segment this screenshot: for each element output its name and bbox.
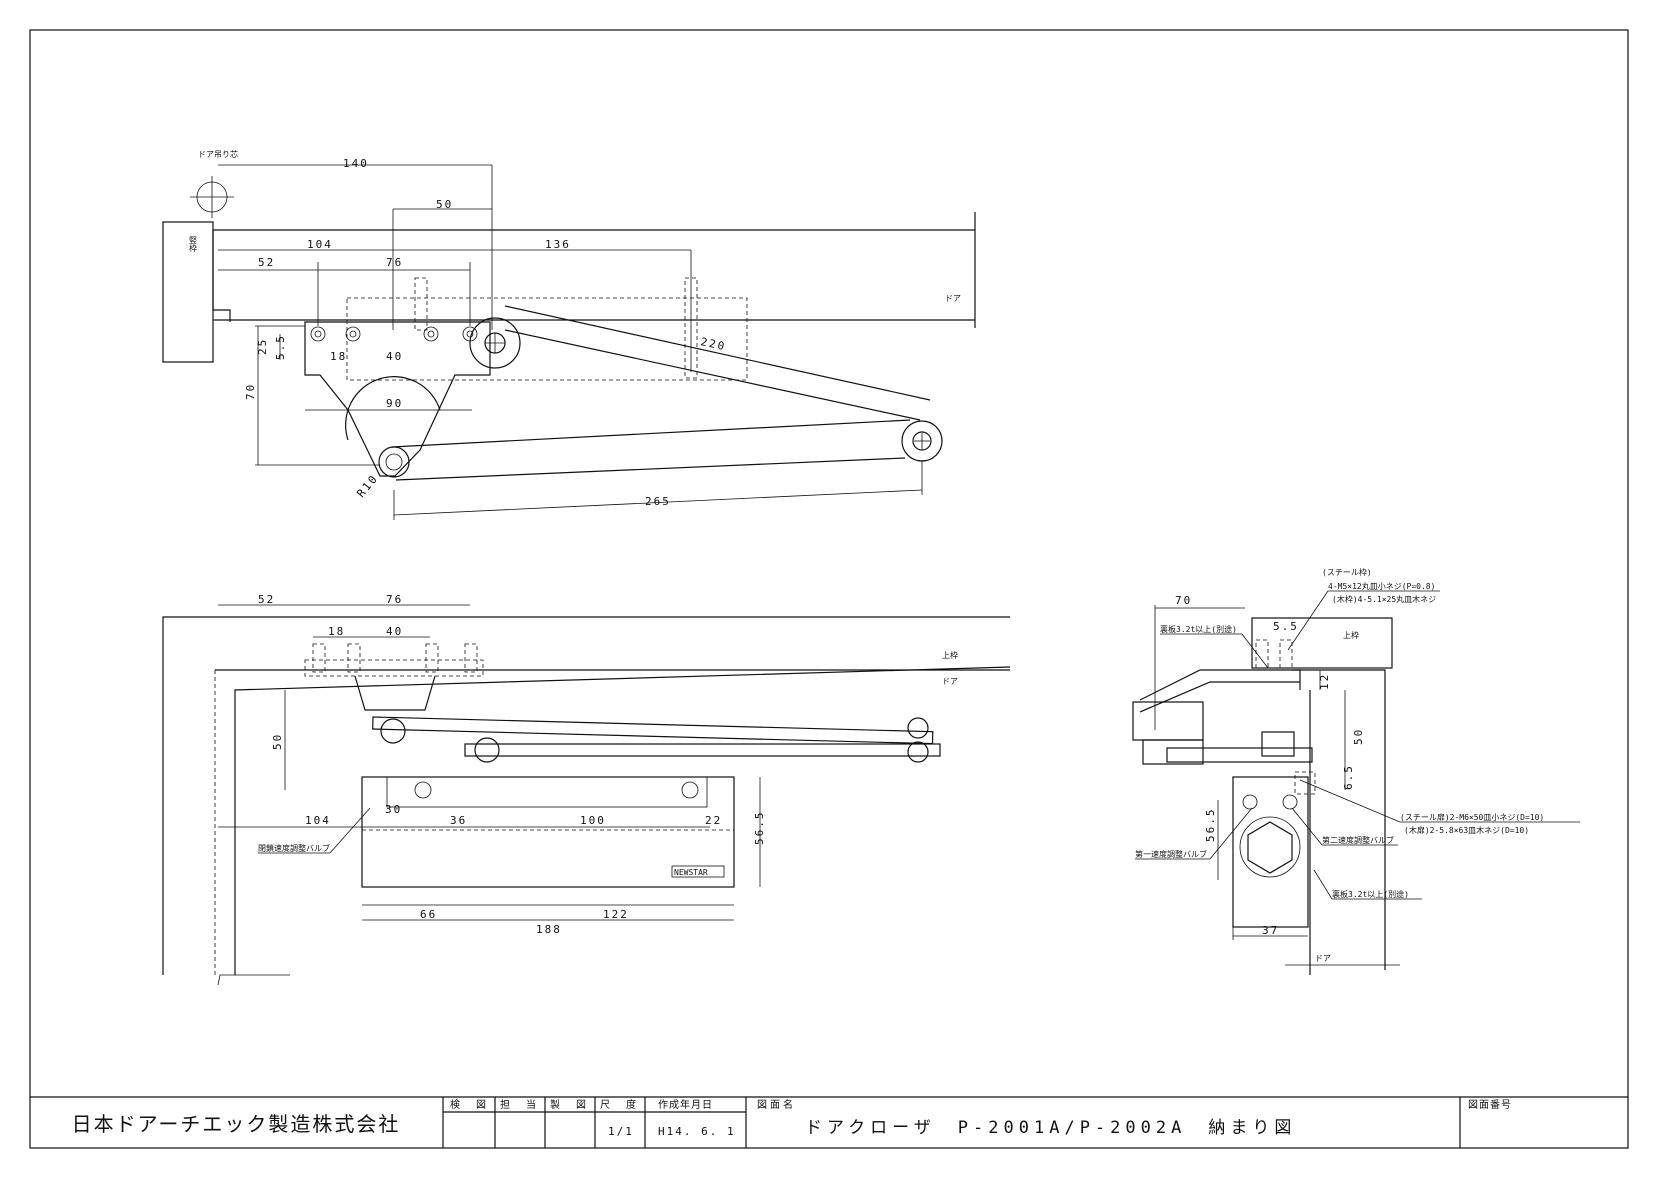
drawing-name-value: ドアクローザ P-2001A/P-2002A 納まり図	[805, 1118, 1296, 1138]
door-label-side: ドア	[1315, 954, 1331, 963]
dim-front-122: 122	[603, 908, 629, 921]
reinforce-bottom-label: 裏板3.2t以上(別途)	[1332, 889, 1409, 899]
dim-top-76: 76	[386, 256, 403, 269]
closer-side-body	[1232, 776, 1309, 928]
header-drawing-number: 図面番号	[1468, 1099, 1512, 1111]
dim-top-50: 50	[436, 198, 453, 211]
screw-wood-door-label: (木扉)2-5.8×63皿木ネジ(D=10)	[1404, 825, 1529, 835]
dim-front-104: 104	[305, 814, 331, 827]
dim-front-188: 188	[536, 923, 562, 936]
dim-top-136: 136	[545, 238, 571, 251]
dim-top-18: 18	[330, 350, 347, 363]
door-label-front: ドア	[942, 677, 958, 686]
dim-side-37: 37	[1262, 924, 1279, 937]
dim-side-50: 50	[1352, 728, 1365, 745]
header-charge: 担 当	[500, 1098, 539, 1111]
scale-value: 1/1	[608, 1125, 634, 1138]
reinforce-top-label: 裏板3.2t以上(別途)	[1160, 624, 1237, 634]
dim-front-100: 100	[580, 814, 606, 827]
dim-front-52: 52	[258, 593, 275, 606]
dim-side-6-5: 6.5	[1342, 764, 1355, 790]
dim-side-70: 70	[1175, 594, 1192, 607]
dim-top-r10: R10	[354, 472, 381, 500]
drawing-border	[29, 29, 1629, 1149]
date-value: H14. 6. 1	[658, 1125, 736, 1138]
header-draft: 製 図	[550, 1098, 589, 1111]
valve2-label: 第二速度調整バルブ	[1322, 835, 1394, 845]
dim-top-25: 25	[256, 338, 269, 355]
brand-label: NEWSTAR	[674, 868, 708, 877]
dim-front-76: 76	[386, 593, 403, 606]
steel-frame-header: (スチール枠)	[1322, 567, 1372, 577]
dim-front-18: 18	[328, 625, 345, 638]
dim-front-36: 36	[450, 814, 467, 827]
upper-frame-side-label: 上枠	[1343, 630, 1359, 640]
bracket-outline	[304, 321, 491, 477]
screw-steel-frame-label: 4-M5×12丸皿小ネジ(P=0.8)	[1328, 581, 1435, 591]
top-view: ドア吊り芯 竪枠 ドア	[162, 149, 976, 520]
side-view: 70 5.5 12 50 6.5 56.5 37 (スチール枠) 4-M5×12…	[1132, 567, 1580, 975]
hinge-center-label: ドア吊り芯	[198, 149, 238, 159]
dim-front-50: 50	[271, 733, 284, 750]
dim-front-22: 22	[705, 814, 722, 827]
company-name: 日本ドアーチエック製造株式会社	[72, 1112, 401, 1136]
dim-front-66: 66	[420, 908, 437, 921]
header-scale: 尺 度	[600, 1098, 639, 1111]
header-date: 作成年月日	[658, 1098, 713, 1111]
dim-front-56-5: 56.5	[753, 811, 766, 846]
dim-top-220: 220	[699, 335, 727, 353]
screw-steel-door-label: (スチール扉)2-M6×50皿小ネジ(D=10)	[1400, 812, 1544, 822]
dim-top-140: 140	[343, 157, 369, 170]
dim-front-40: 40	[386, 625, 403, 638]
dim-top-5-5: 5.5	[274, 334, 287, 360]
valve1-label: 第一速度調整バルブ	[1135, 849, 1207, 859]
dim-top-265: 265	[645, 495, 671, 508]
dim-front-30: 30	[385, 803, 402, 816]
dim-top-40: 40	[386, 350, 403, 363]
dim-top-90: 90	[386, 397, 403, 410]
brand-plate	[671, 865, 725, 878]
header-check: 検 図	[450, 1098, 489, 1111]
dim-top-70: 70	[244, 383, 257, 400]
valve-label: 閉鎖速度調整バルブ	[258, 843, 330, 853]
upper-frame-label: 上枠	[942, 650, 958, 660]
dim-side-5-5: 5.5	[1273, 620, 1299, 633]
header-drawing-name: 図面名	[757, 1098, 796, 1111]
dim-top-104: 104	[307, 238, 333, 251]
dim-top-52: 52	[258, 256, 275, 269]
dim-side-56-5: 56.5	[1204, 808, 1217, 843]
dim-side-12: 12	[1318, 673, 1331, 690]
front-view: 上枠 ドア NEWSTAR 52 76 18 40	[162, 593, 1011, 986]
screw-wood-frame-label: (木枠)4-5.1×25丸皿木ネジ	[1332, 594, 1436, 604]
door-label-top: ドア	[945, 294, 961, 303]
vertical-frame-label: 竪枠	[189, 236, 198, 253]
title-block: 日本ドアーチエック製造株式会社 検 図 担 当 製 図 尺 度 作成年月日 図面…	[30, 1096, 1628, 1148]
